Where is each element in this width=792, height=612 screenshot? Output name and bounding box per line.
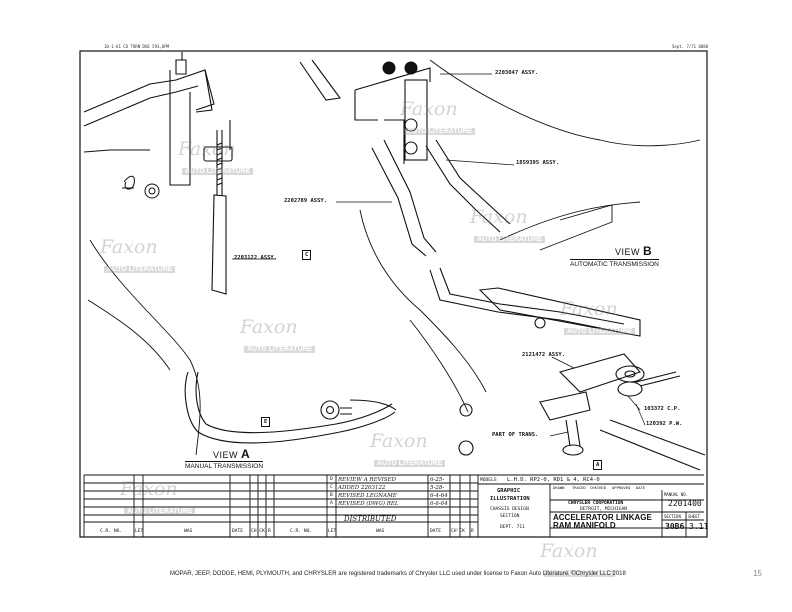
view-a-lower-rod: [184, 371, 397, 444]
revision-date: 6-25-: [430, 477, 445, 483]
drawing-border: [79, 50, 708, 538]
callout-2203122: 2203122 ASSY.: [234, 255, 278, 261]
revision-text: REVISED (DWG) REL: [338, 501, 399, 507]
left-was-label: WAS: [184, 529, 193, 534]
revision-date: 6-6-64: [430, 501, 448, 507]
trademark-footer: MOPAR, JEEP, DODGE, HEMI, PLYMOUTH, and …: [170, 571, 626, 577]
corporation-city: DETROIT, MICHIGAN: [580, 507, 628, 512]
header-right-text: Sept. 7/71 6888: [672, 44, 709, 49]
callout-box-e: E: [261, 417, 271, 427]
left-chk-label: CH'CK: [251, 529, 265, 534]
graphic-label: GRAPHIC: [497, 488, 521, 494]
models-label: MODELS: [480, 478, 497, 483]
callout-103372: 103372 C.P.: [644, 406, 681, 412]
view-b-body-outline: [359, 59, 701, 413]
revision-date: 6-4-64: [430, 493, 448, 499]
revision-text: ADDED 2203122: [338, 485, 386, 491]
view-a-rod: [203, 120, 233, 295]
section-label: SECTION: [500, 514, 520, 519]
callout-leaders: [232, 73, 646, 437]
section-no-label: SECTION: [664, 514, 681, 519]
traced-label: TRACED: [572, 485, 586, 490]
view-b-lower-assembly: [458, 317, 706, 471]
view-a-subtitle: MANUAL TRANSMISSION: [185, 461, 264, 470]
section-no-value: 30B6: [665, 522, 685, 531]
revision-letter: C: [330, 485, 333, 490]
view-b-bracket: [299, 59, 431, 164]
manual-no-value: 2201400: [668, 499, 702, 508]
distributed-stamp: DISTRIBUTED: [344, 515, 397, 523]
header-left-text: 10-1-61 CO TORN DUE 593,6PM: [104, 44, 170, 49]
view-a-prefix: VIEW: [213, 450, 239, 460]
callout-120392: 120392 P.W.: [646, 421, 683, 427]
chassis-design-label: CHASSIS DESIGN: [490, 507, 529, 512]
mid-let-label: LET: [328, 529, 337, 534]
mid-crno-label: C.R. NO.: [290, 529, 313, 534]
mid-r-label: R: [471, 529, 474, 534]
mid-chk-label: CH'CK: [451, 529, 465, 534]
view-b-title: VIEW B: [615, 244, 652, 258]
view-a-letter: A: [241, 447, 251, 461]
dept-label: DEPT. 711: [500, 525, 525, 530]
callout-2121472: 2121472 ASSY.: [522, 352, 566, 358]
left-let-label: LET: [135, 529, 144, 534]
drawn-label: DRAWN: [553, 485, 565, 490]
view-a-washers: [122, 175, 160, 199]
revision-letter: D: [330, 477, 333, 482]
mid-was-label: WAS: [376, 529, 385, 534]
revision-text: REVIEW A REVISED: [338, 477, 396, 483]
date-label: DATE: [636, 485, 646, 490]
illustration-label: ILLUSTRATION: [490, 496, 530, 502]
view-b-dots: [382, 61, 418, 75]
view-b-letter: B: [643, 244, 653, 258]
view-a-bracket: [83, 52, 215, 186]
left-r-label: R: [268, 529, 271, 534]
revision-text: REVISED LEGNAME: [338, 493, 397, 499]
sheet-label: SHEET: [688, 514, 701, 519]
drawing-title-line1: ACCELERATOR LINKAGE: [553, 513, 652, 522]
revision-letter: A: [330, 501, 333, 506]
approved-label: APPROVED: [612, 485, 631, 490]
revision-letter: B: [330, 493, 333, 498]
view-a-title: VIEW A: [213, 447, 250, 461]
callout-2203047: 2203047 ASSY.: [495, 70, 539, 76]
revision-date: 5-28-: [430, 485, 445, 491]
checked-label: CHECKED: [590, 485, 607, 490]
manual-no-label: MANUAL NO.: [664, 492, 689, 497]
left-crno-label: C.R. NO.: [100, 529, 123, 534]
callout-2202789: 2202789 ASSY.: [284, 198, 328, 204]
title-block-grid: [83, 474, 704, 538]
left-date-label: DATE: [232, 529, 244, 534]
mid-date-label: DATE: [430, 529, 442, 534]
models-value: L.H.D. RP2-0, RD1 & 4, RC4-0: [507, 477, 600, 483]
callout-box-a: A: [593, 460, 603, 470]
view-a-curve: [87, 239, 201, 456]
sheet-value: 3.11: [689, 522, 709, 531]
page-number: 15: [753, 569, 762, 578]
view-b-prefix: VIEW: [615, 247, 641, 257]
callout-part-of-trans: PART OF TRANS.: [492, 432, 539, 438]
drawing-title-line2: RAM MANIFOLD: [553, 521, 616, 530]
view-b-rods: [371, 139, 641, 337]
corporation-name: CHRYSLER CORPORATION: [568, 501, 624, 506]
callout-2203122-box: C: [302, 250, 312, 260]
callout-1859395: 1859395 ASSY.: [516, 160, 560, 166]
view-b-subtitle: AUTOMATIC TRANSMISSION: [570, 259, 659, 268]
